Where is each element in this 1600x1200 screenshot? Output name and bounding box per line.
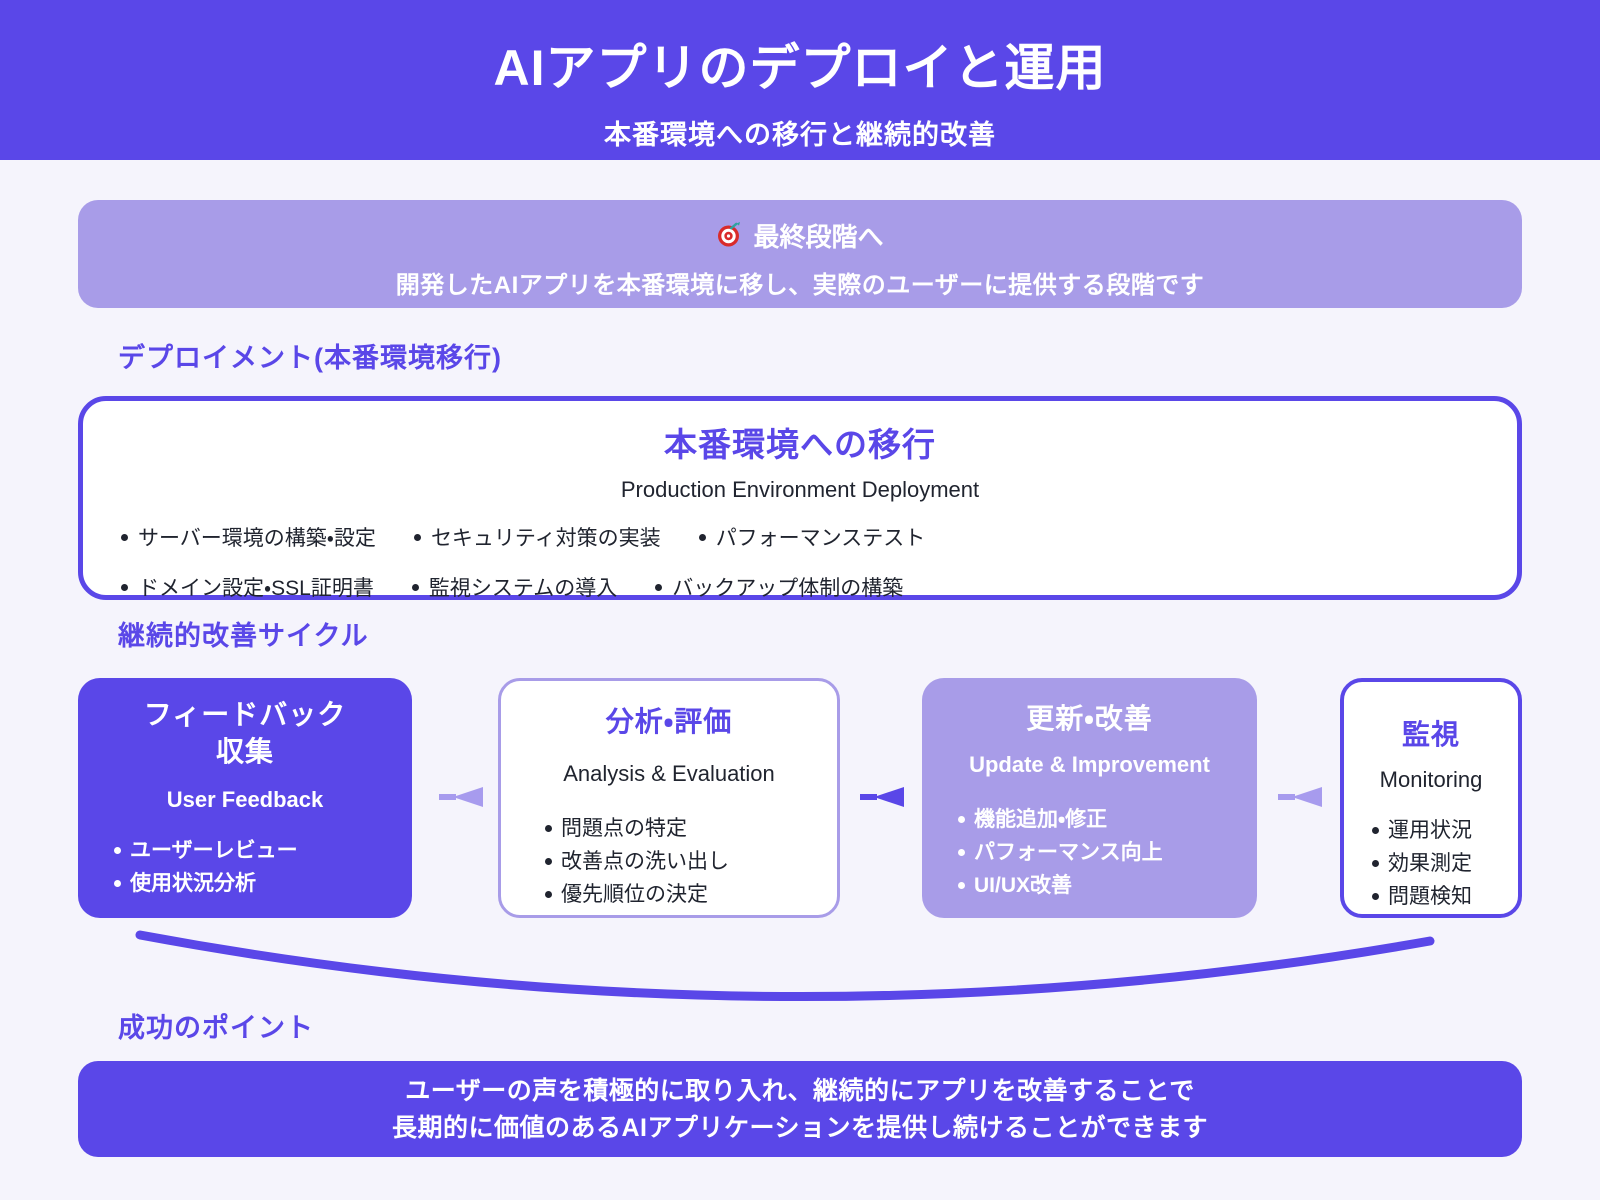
section-label-success: 成功のポイント <box>118 1013 314 1043</box>
bullet-item: UI/UX改善 <box>958 869 1257 902</box>
bullet-dot <box>698 533 706 541</box>
bullet-text: 問題点の特定 <box>561 817 687 840</box>
cycle-box-monitoring: 監視 Monitoring 運用状況 効果測定 問題検知 <box>1340 678 1522 918</box>
header: AIアプリのデプロイと運用 本番環境への移行と継続的改善 <box>0 0 1600 160</box>
arrow-left-icon <box>439 787 483 807</box>
bullet-item: 問題点の特定 <box>545 812 837 845</box>
cycle-box-subtitle: User Feedback <box>166 787 324 812</box>
bullet-text: ユーザーレビュー <box>130 839 298 862</box>
bullet-item: 改善点の洗い出し <box>545 845 837 878</box>
cycle-box-update: 更新・改善 Update & Improvement 機能追加・修正 パフォーマ… <box>922 678 1257 918</box>
bullet-text: 効果測定 <box>1388 852 1472 875</box>
section-label-cycle: 継続的改善サイクル <box>118 621 369 651</box>
bullet-text: 監視システムの導入 <box>428 577 618 600</box>
bullet-dot <box>121 583 128 591</box>
success-line-1: ユーザーの声を積極的に取り入れ、継続的にアプリを改善することで <box>405 1077 1195 1105</box>
bullet-dot <box>958 882 965 889</box>
bullet-text: 運用状況 <box>1388 819 1472 842</box>
bullet-text: 使用状況分析 <box>130 872 256 895</box>
deployment-card: 本番環境への移行 Production Environment Deployme… <box>78 396 1522 600</box>
bullet-item: サーバー環境の構築・設定 <box>121 522 376 552</box>
bullet-item: セキュリティ対策の実装 <box>413 522 661 552</box>
bullet-dot <box>114 847 121 854</box>
cycle-box-feedback: フィードバック 収集 User Feedback ユーザーレビュー 使用状況分析 <box>78 678 412 918</box>
bullet-item: パフォーマンス向上 <box>958 836 1257 869</box>
bullet-item: バックアップ体制の構築 <box>655 572 903 602</box>
bullet-text: ドメイン設定・SSL証明書 <box>138 577 374 600</box>
cycle-box-title: 更新・改善 <box>1026 703 1153 734</box>
bullet-dot <box>958 849 965 856</box>
bullet-dot <box>121 533 128 541</box>
improvement-cycle-row: フィードバック 収集 User Feedback ユーザーレビュー 使用状況分析… <box>78 678 1522 918</box>
bullet-dot <box>655 583 663 591</box>
target-icon <box>716 222 743 249</box>
bullet-dot <box>1372 860 1379 867</box>
goal-banner-title: 最終段階へ <box>753 222 884 252</box>
bullet-dot <box>545 858 552 865</box>
bullet-item: パフォーマンステスト <box>698 522 926 552</box>
cycle-box-title: 分析・評価 <box>605 706 733 737</box>
bullet-text: パフォーマンス向上 <box>974 841 1163 864</box>
bullet-item: 効果測定 <box>1372 847 1518 880</box>
cycle-box-title: フィードバック 収集 <box>143 699 347 767</box>
bullet-text: セキュリティ対策の実装 <box>430 527 661 550</box>
bullet-item: 機能追加・修正 <box>958 803 1257 836</box>
section-label-deployment: デプロイメント(本番環境移行) <box>118 343 502 373</box>
bullet-item: 使用状況分析 <box>114 867 412 900</box>
cycle-box-subtitle: Analysis & Evaluation <box>563 761 775 786</box>
bullet-dot <box>413 533 421 541</box>
bullet-dot <box>114 880 121 887</box>
bullet-item: 運用状況 <box>1372 814 1518 847</box>
cycle-box-title: 監視 <box>1401 719 1460 750</box>
page-title: AIアプリのデプロイと運用 <box>493 40 1107 96</box>
deployment-bullets-row-1: サーバー環境の構築・設定 セキュリティ対策の実装 パフォーマンステスト <box>121 522 1517 552</box>
bullet-dot <box>1372 893 1379 900</box>
cycle-box-bullets: 問題点の特定 改善点の洗い出し 優先順位の決定 <box>545 812 837 911</box>
cycle-box-bullets: ユーザーレビュー 使用状況分析 <box>114 834 412 900</box>
bullet-dot <box>545 825 552 832</box>
bullet-dot <box>958 816 965 823</box>
cycle-box-subtitle: Monitoring <box>1379 767 1483 792</box>
page-subtitle: 本番環境への移行と継続的改善 <box>604 120 996 150</box>
bullet-text: 問題検知 <box>1388 885 1472 908</box>
bullet-dot <box>545 891 552 898</box>
bullet-text: パフォーマンステスト <box>715 527 926 550</box>
arrow-left-icon <box>1278 787 1322 807</box>
bullet-text: UI/UX改善 <box>974 874 1073 897</box>
bullet-item: 監視システムの導入 <box>411 572 618 602</box>
cycle-return-curve <box>135 930 1435 1002</box>
success-line-2: 長期的に価値のあるAIアプリケーションを提供し続けることができます <box>391 1114 1208 1142</box>
bullet-item: 問題検知 <box>1372 880 1518 913</box>
bullet-dot <box>411 583 419 591</box>
cycle-box-analysis: 分析・評価 Analysis & Evaluation 問題点の特定 改善点の洗… <box>498 678 840 918</box>
bullet-text: サーバー環境の構築・設定 <box>138 527 376 550</box>
goal-banner: 最終段階へ 開発したAIアプリを本番環境に移し、実際のユーザーに提供する段階です <box>78 200 1522 308</box>
goal-banner-description: 開発したAIアプリを本番環境に移し、実際のユーザーに提供する段階です <box>395 272 1205 299</box>
bullet-item: ユーザーレビュー <box>114 834 412 867</box>
cycle-box-bullets: 機能追加・修正 パフォーマンス向上 UI/UX改善 <box>958 803 1257 902</box>
bullet-dot <box>1372 827 1379 834</box>
bullet-text: バックアップ体制の構築 <box>672 577 904 600</box>
deployment-card-title: 本番環境への移行 <box>664 426 936 463</box>
deployment-bullets-row-2: ドメイン設定・SSL証明書 監視システムの導入 バックアップ体制の構築 <box>121 572 1517 602</box>
success-banner: ユーザーの声を積極的に取り入れ、継続的にアプリを改善することで 長期的に価値のあ… <box>78 1061 1522 1157</box>
bullet-text: 優先順位の決定 <box>561 883 708 906</box>
bullet-item: 優先順位の決定 <box>545 878 837 911</box>
arrow-left-icon <box>860 787 904 807</box>
bullet-item: ドメイン設定・SSL証明書 <box>121 572 374 602</box>
cycle-box-subtitle: Update & Improvement <box>969 752 1210 777</box>
bullet-text: 改善点の洗い出し <box>561 850 729 873</box>
cycle-box-bullets: 運用状況 効果測定 問題検知 <box>1372 814 1518 913</box>
goal-banner-title-row: 最終段階へ <box>78 217 1522 254</box>
deployment-card-subtitle: Production Environment Deployment <box>620 477 980 502</box>
bullet-text: 機能追加・修正 <box>974 808 1108 831</box>
